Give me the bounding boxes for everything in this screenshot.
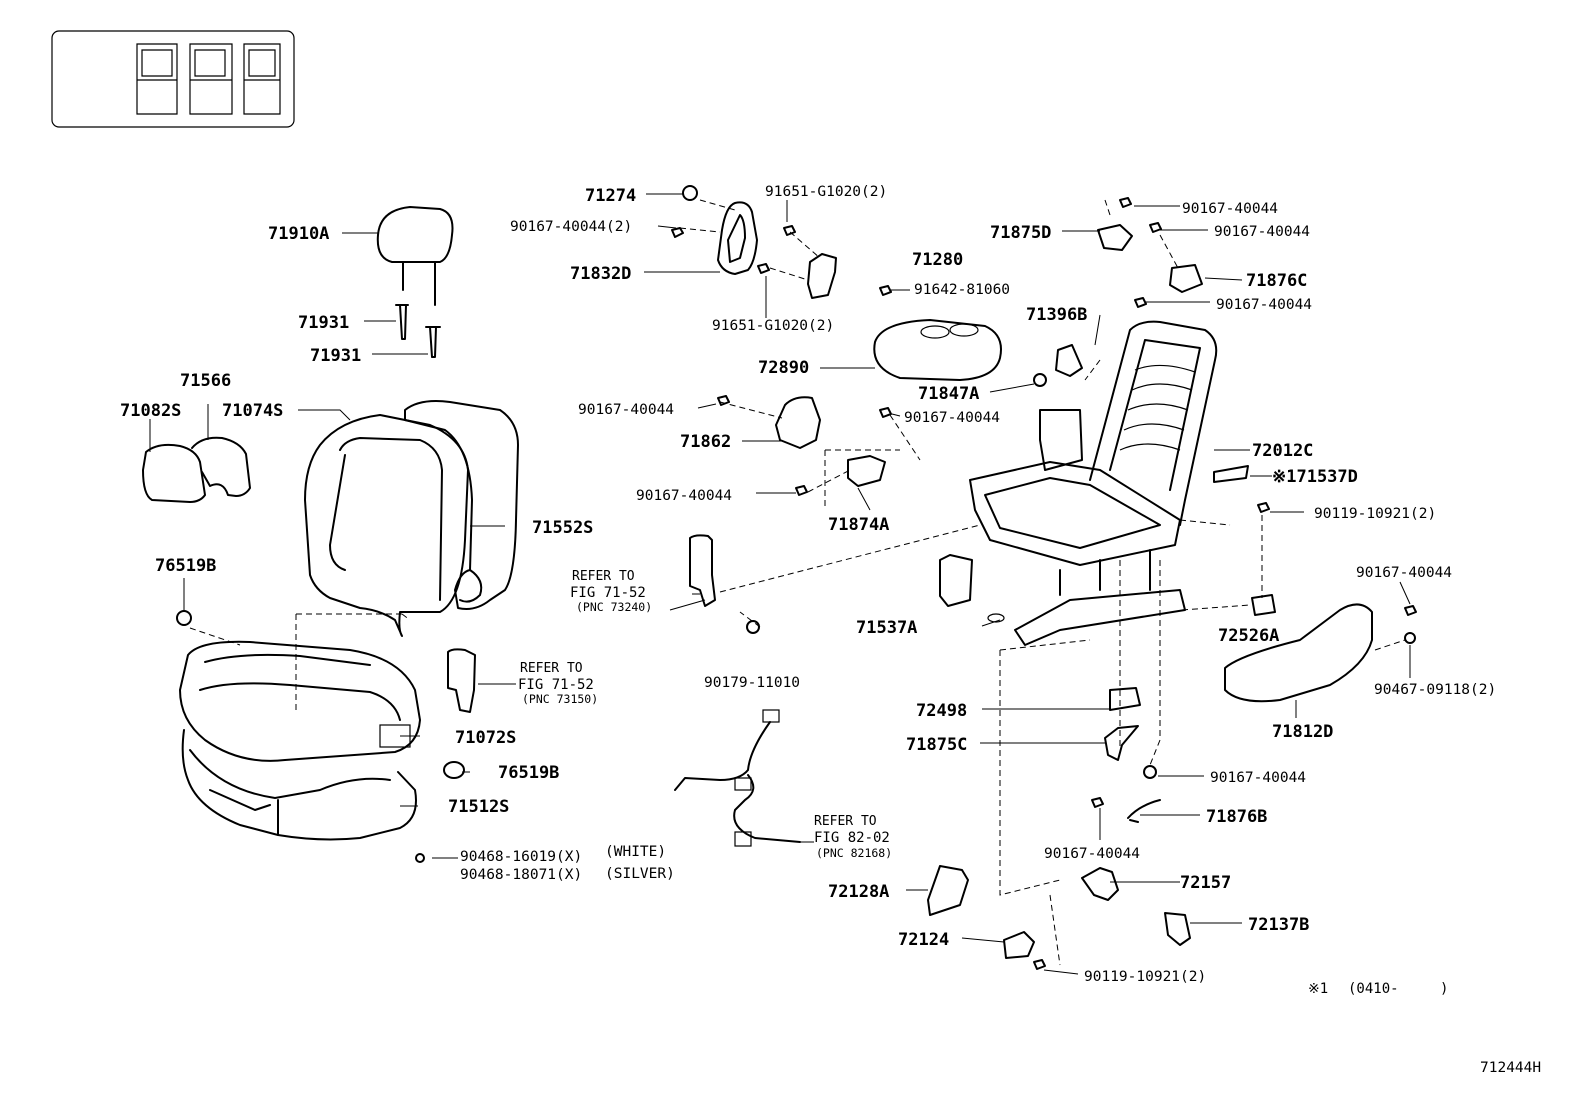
label-71931-a: 71931	[298, 313, 349, 333]
label-90467-09118: 90467-09118(2)	[1374, 682, 1496, 698]
label-91642-81060: 91642-81060	[914, 282, 1010, 298]
ref-note-73240-line1: REFER TO	[572, 569, 635, 584]
label-71537A: 71537A	[856, 618, 917, 638]
label-71875C: 71875C	[906, 735, 967, 755]
label-90167-40044-d: 90167-40044	[636, 488, 732, 504]
footnote-close: )	[1440, 981, 1448, 997]
left-fasteners-drawing	[176, 610, 465, 863]
label-71072S: 71072S	[455, 728, 516, 748]
ref-note-82168-line3: (PNC 82168)	[816, 846, 892, 860]
reference-notes: REFER TO FIG 71-52 (PNC 73240) REFER TO …	[518, 569, 892, 860]
label-71566: 71566	[180, 371, 231, 391]
label-90167-40044-g: 90167-40044	[1216, 297, 1312, 313]
label-90167-40044-j: 90167-40044	[1044, 846, 1140, 862]
seatback-drawing	[304, 400, 519, 637]
right-side-parts-drawing	[1055, 197, 1417, 703]
ref-note-73240-line2: FIG 71-52	[570, 585, 646, 601]
label-72526A: 72526A	[1218, 626, 1279, 646]
ref-note-82168-line2: FIG 82-02	[814, 830, 890, 846]
side-brackets-drawing	[717, 395, 892, 496]
label-90167-40044-b: 90167-40044	[578, 402, 674, 418]
label-71862: 71862	[680, 432, 731, 452]
label-72890: 72890	[758, 358, 809, 378]
label-71876B: 71876B	[1206, 807, 1267, 827]
leader-lines	[149, 193, 1411, 975]
label-90119-10921-b: 90119-10921(2)	[1084, 969, 1206, 985]
dashed-guide-lines	[189, 199, 1406, 966]
seat-frame-drawing	[939, 320, 1218, 646]
diagram-code: 712444H	[1480, 1060, 1541, 1076]
label-72012C: 72012C	[1252, 441, 1313, 461]
label-90167-40044-i: 90167-40044	[1210, 770, 1306, 786]
part-labels: 71910A 71931 71931 71566 71082S 71074S 7…	[120, 184, 1496, 985]
label-90468-silver: (SILVER)	[605, 866, 675, 882]
label-90468-16019: 90468-16019(X)	[460, 849, 582, 865]
label-71082S: 71082S	[120, 401, 181, 421]
label-71512S: 71512S	[448, 797, 509, 817]
headrest-drawing	[376, 206, 454, 358]
label-71847A: 71847A	[918, 384, 979, 404]
ref-note-73240-line3: (PNC 73240)	[576, 600, 652, 614]
label-90167-40044-f: 90167-40044	[1214, 224, 1310, 240]
label-76519B-a: 76519B	[155, 556, 216, 576]
label-71874A: 71874A	[828, 515, 889, 535]
ref-note-73150-line2: FIG 71-52	[518, 677, 594, 693]
label-71931-b: 71931	[310, 346, 361, 366]
seat-layout-key	[51, 30, 295, 128]
label-71910A: 71910A	[268, 224, 329, 244]
wire-harness-drawing	[674, 709, 801, 847]
label-71832D: 71832D	[570, 264, 631, 284]
footnote-mark: ※1	[1308, 981, 1328, 997]
label-90468-white: (WHITE)	[605, 844, 666, 860]
ref-note-73150-line3: (PNC 73150)	[522, 692, 598, 706]
label-71396B: 71396B	[1026, 305, 1087, 325]
label-71274: 71274	[585, 186, 636, 206]
label-90167-40044-e: 90167-40044	[1182, 201, 1278, 217]
label-91651-G1020-b: 91651-G1020(2)	[712, 318, 834, 334]
label-90167-40044-a: 90167-40044(2)	[510, 219, 632, 235]
label-72498: 72498	[916, 701, 967, 721]
label-71074S: 71074S	[222, 401, 283, 421]
label-72128A: 72128A	[828, 882, 889, 902]
label-71876C: 71876C	[1246, 271, 1307, 291]
label-71875D: 71875D	[990, 223, 1051, 243]
label-90167-40044-h: 90167-40044	[1356, 565, 1452, 581]
armrest-pad-drawing	[873, 319, 1047, 387]
label-72137B: 72137B	[1248, 915, 1309, 935]
label-71280: 71280	[912, 250, 963, 270]
ref-note-82168-line1: REFER TO	[814, 814, 877, 829]
footnote-range: (0410-	[1348, 981, 1399, 997]
label-71812D: 71812D	[1272, 722, 1333, 742]
label-91651-G1020-a: 91651-G1020(2)	[765, 184, 887, 200]
label-72157: 72157	[1180, 873, 1231, 893]
label-71552S: 71552S	[532, 518, 593, 538]
label-90468-18071: 90468-18071(X)	[460, 867, 582, 883]
seat-cushion-drawing	[179, 640, 421, 841]
label-72124: 72124	[898, 930, 949, 950]
armrest-cover-drawing	[142, 436, 251, 503]
upper-hinge-drawing	[671, 185, 892, 299]
footnote: ※1 (0410- )	[1308, 981, 1448, 997]
label-71537D: ※171537D	[1272, 467, 1358, 487]
label-90119-10921-a: 90119-10921(2)	[1314, 506, 1436, 522]
label-90179-11010: 90179-11010	[704, 675, 800, 691]
label-76519B-b: 76519B	[498, 763, 559, 783]
lower-parts-drawing	[927, 687, 1191, 970]
label-90167-40044-c: 90167-40044	[904, 410, 1000, 426]
ref-note-73150-line1: REFER TO	[520, 661, 583, 676]
